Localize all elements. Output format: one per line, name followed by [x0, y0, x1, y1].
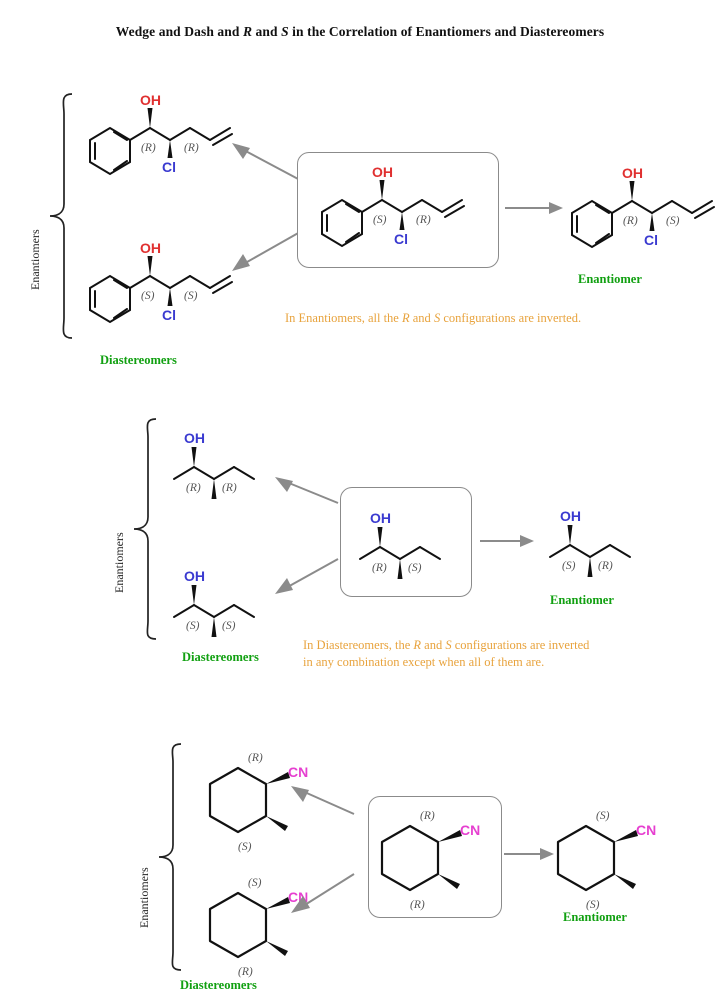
atom-label-oh: OH: [372, 164, 393, 180]
panel-1-molecule-top-left: OH Cl (R) (R): [78, 92, 268, 182]
panel-1-arrow-lower: [232, 231, 301, 271]
stereo-descriptor-2: (R): [222, 482, 237, 494]
page-title: Wedge and Dash and R and S in the Correl…: [0, 24, 720, 40]
stereo-descriptor-2: (S): [586, 899, 600, 911]
stereo-descriptor-1: (S): [248, 877, 262, 889]
stereo-descriptor-2: (R): [598, 560, 613, 572]
atom-label-oh: OH: [140, 92, 161, 108]
panel-3-molecule-center: CN (R) (R): [372, 798, 502, 914]
title-s: S: [281, 24, 289, 39]
atom-label-cl: Cl: [644, 232, 658, 248]
panel-3-molecule-top-left: CN (R) (S): [190, 738, 340, 858]
panel-2-enantiomer-label: Enantiomer: [550, 593, 614, 607]
panel-1-enantiomer-label: Enantiomer: [578, 272, 642, 286]
atom-label-oh: OH: [560, 508, 581, 524]
atom-label-oh: OH: [140, 240, 161, 256]
atom-label-oh: OH: [184, 430, 205, 446]
caption-mid: and: [409, 311, 434, 325]
caption-pre: In Diastereomers, the: [303, 638, 414, 652]
stereo-descriptor-1: (S): [562, 560, 576, 572]
panel-2-caption: In Diastereomers, the R and S configurat…: [303, 637, 713, 671]
caption-post: configurations are inverted: [451, 638, 590, 652]
atom-label-oh: OH: [622, 165, 643, 181]
panel-3: Enantiomers CN (R) (S): [0, 718, 720, 1007]
caption-pre: In Enantiomers, all the: [285, 311, 402, 325]
stereo-descriptor-1: (R): [420, 810, 435, 822]
caption-r: R: [401, 311, 410, 325]
panel-1-diastereomers-label: Diastereomers: [100, 353, 177, 367]
panel-2-center-box: [340, 487, 472, 597]
panel-1-molecule-center: OH Cl (S) (R): [310, 162, 490, 258]
panel-3-enantiomer-label: Enantiomer: [563, 910, 627, 924]
panel-2: Enantiomers OH (R) (R): [0, 395, 720, 700]
stereo-descriptor-1: (R): [186, 482, 201, 494]
stereo-descriptor-2: (R): [416, 214, 431, 226]
atom-label-cn: CN: [460, 822, 480, 838]
caption-line2: in any combination except when all of th…: [303, 655, 545, 669]
caption-r: R: [413, 638, 422, 652]
panel-3-brace: [158, 743, 182, 971]
panel-3-arrow-right: [504, 848, 554, 860]
panel-2-enantiomers-label: Enantiomers: [112, 532, 126, 593]
panel-2-molecule-center: OH (R) (S): [350, 497, 468, 587]
stereo-descriptor-2: (S): [666, 215, 680, 227]
panel-3-center-box: [368, 796, 502, 918]
stereo-descriptor-1: (R): [623, 215, 638, 227]
panel-2-arrow-right: [480, 535, 534, 547]
stereo-descriptor-1: (R): [372, 562, 387, 574]
caption-s: S: [433, 311, 441, 325]
panel-1-brace: [49, 93, 73, 339]
panel-2-arrow-lower: [275, 558, 339, 594]
stereo-descriptor-1: (R): [248, 752, 263, 764]
panel-1: Enantiomers: [0, 0, 720, 390]
atom-label-cn: CN: [288, 764, 308, 780]
stereo-descriptor-2: (S): [222, 620, 236, 632]
panel-2-brace: [133, 418, 157, 640]
panel-2-molecule-bottom-left: OH (S) (S): [160, 555, 310, 641]
stereo-descriptor-2: (S): [238, 841, 252, 853]
title-mid: and: [252, 24, 282, 39]
title-post: in the Correlation of Enantiomers and Di…: [288, 24, 605, 39]
atom-label-cl: Cl: [162, 307, 176, 323]
caption-post: configurations are inverted.: [440, 311, 582, 325]
panel-1-enantiomers-label: Enantiomers: [28, 229, 42, 290]
panel-3-arrow-lower: [291, 873, 355, 913]
panel-2-molecule-right: OH (S) (R): [540, 495, 680, 585]
atom-label-cn: CN: [636, 822, 656, 838]
panel-2-molecule-top-left: OH (R) (R): [160, 417, 310, 503]
atom-label-oh: OH: [370, 510, 391, 526]
panel-2-arrow-upper: [275, 477, 339, 504]
panel-1-caption: In Enantiomers, all the R and S configur…: [285, 310, 705, 327]
panel-1-arrow-upper: [232, 143, 301, 181]
panel-1-arrow-right: [505, 202, 563, 214]
atom-label-cl: Cl: [162, 159, 176, 175]
stereo-descriptor-1: (S): [186, 620, 200, 632]
caption-s: S: [445, 638, 452, 652]
stereo-descriptor-2: (S): [408, 562, 422, 574]
stereo-descriptor-1: (S): [596, 810, 610, 822]
stereo-descriptor-2: (R): [410, 899, 425, 911]
stereo-descriptor-1: (S): [141, 290, 155, 302]
panel-3-molecule-right: CN (S) (S): [548, 798, 688, 914]
title-r: R: [242, 24, 253, 39]
panel-2-diastereomers-label: Diastereomers: [182, 650, 259, 664]
atom-label-cl: Cl: [394, 231, 408, 247]
caption-mid: and: [421, 638, 446, 652]
panel-3-diastereomers-label: Diastereomers: [180, 978, 257, 992]
stereo-descriptor-1: (R): [141, 142, 156, 154]
stereo-descriptor-1: (S): [373, 214, 387, 226]
stereo-descriptor-2: (R): [184, 142, 199, 154]
stereo-descriptor-2: (S): [184, 290, 198, 302]
panel-1-molecule-bottom-left: OH Cl (S) (S): [78, 240, 268, 330]
panel-1-molecule-right: OH Cl (R) (S): [566, 165, 720, 261]
stereo-descriptor-2: (R): [238, 966, 253, 978]
panel-3-arrow-upper: [291, 786, 355, 815]
panel-3-enantiomers-label: Enantiomers: [137, 867, 151, 928]
atom-label-oh: OH: [184, 568, 205, 584]
title-pre: Wedge and Dash and: [115, 24, 243, 39]
